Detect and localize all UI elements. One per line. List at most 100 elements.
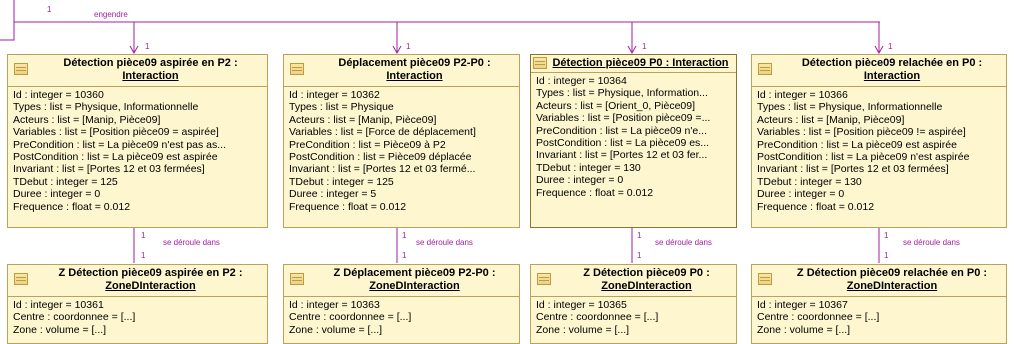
class-title: Z Détection pièce09 aspirée en P2 : (58, 267, 243, 279)
class-stereotype: ZoneDInteraction (105, 280, 196, 292)
class-icon (14, 63, 28, 75)
attribute: Zone : volume = [...] (757, 323, 851, 336)
attribute: Invariant : list = [Portes 12 et 03 ferm… (289, 163, 476, 176)
attribute-list: Id : integer = 10365 Centre : coordonnee… (531, 297, 736, 336)
attribute-list: Id : integer = 10362 Types : list = Phys… (284, 87, 519, 213)
attribute: PreCondition : list = La pièce09 est asp… (757, 138, 957, 151)
attribute: Variables : list = [Position pièce09 != … (757, 126, 966, 139)
attribute: Id : integer = 10367 (757, 299, 848, 311)
assoc-mult-dst-2: 1 (402, 251, 407, 260)
attribute: Duree : integer = 0 (757, 188, 845, 201)
interaction-class-1[interactable]: Détection pièce09 aspirée en P2 : Intera… (7, 54, 268, 228)
interaction-class-3[interactable]: Détection pièce09 P0 : Interaction Id : … (530, 54, 737, 228)
class-icon (290, 63, 304, 75)
attribute: Frequence : float = 0.012 (536, 186, 654, 199)
attribute: Frequence : float = 0.012 (289, 200, 407, 213)
interaction-class-2[interactable]: Déplacement pièce09 P2-P0 : Interaction … (283, 54, 520, 228)
class-header: Détection pièce09 relachée en P0 : Inter… (752, 55, 1006, 87)
attribute: Frequence : float = 0.012 (757, 200, 875, 213)
source-class-edge (0, 0, 15, 41)
attribute: Zone : volume = [...] (289, 323, 383, 336)
assoc-mult-src-3: 1 (637, 231, 642, 240)
multiplicity-top-1: 1 (145, 42, 150, 51)
attribute: Id : integer = 10365 (536, 299, 627, 311)
arrowhead-4 (874, 45, 884, 55)
assoc-mult-dst-3: 1 (637, 251, 642, 260)
attribute: Zone : volume = [...] (536, 323, 630, 336)
assoc-mult-dst-4: 1 (884, 251, 889, 260)
zone-class-1[interactable]: Z Détection pièce09 aspirée en P2 : Zone… (7, 264, 268, 344)
zone-class-4[interactable]: Z Détection pièce09 relachée en P0 : Zon… (751, 264, 1007, 344)
attribute: Id : integer = 10363 (289, 299, 380, 311)
engendre-label: engendre (94, 10, 128, 19)
attribute: PostCondition : list = La pièce09 est as… (13, 151, 218, 164)
attribute-list: Id : integer = 10363 Centre : coordonnee… (284, 297, 519, 336)
attribute: TDebut : integer = 125 (289, 175, 394, 188)
class-title: Z Déplacement pièce09 P2-P0 : (333, 267, 496, 279)
attribute: Invariant : list = [Portes 12 et 03 ferm… (13, 163, 205, 176)
attribute: Invariant : list = [Portes 12 et 03 ferm… (757, 163, 949, 176)
attribute: Acteurs : list = [Manip, Pièce09] (289, 113, 437, 126)
attribute: Invariant : list = [Portes 12 et 03 fer.… (536, 149, 708, 162)
attribute: PostCondition : list = La pièce09 n'est … (757, 151, 970, 164)
class-stereotype: ZoneDInteraction (846, 280, 938, 292)
class-title: Détection pièce09 P0 : Interaction (552, 57, 729, 69)
attribute: Types : list = Physique (289, 101, 394, 114)
attribute: TDebut : integer = 130 (757, 175, 862, 188)
multiplicity-top-3: 1 (642, 42, 647, 51)
assoc-label-4: se déroule dans (903, 238, 960, 247)
attribute: Centre : coordonnee = [...] (757, 311, 880, 324)
attribute: TDebut : integer = 125 (13, 175, 118, 188)
attribute: Types : list = Physique, Information... (536, 87, 708, 100)
class-header: Détection pièce09 aspirée en P2 : Intera… (8, 55, 267, 87)
attribute-list: Id : integer = 10361 Centre : coordonnee… (8, 297, 267, 336)
class-header: Déplacement pièce09 P2-P0 : Interaction (284, 55, 519, 87)
attribute-list: Id : integer = 10366 Types : list = Phys… (752, 87, 1006, 213)
attribute: Duree : integer = 0 (13, 188, 101, 201)
attribute: Acteurs : list = [Manip, Pièce09] (13, 113, 161, 126)
assoc-mult-src-4: 1 (884, 231, 889, 240)
attribute: TDebut : integer = 130 (536, 161, 641, 174)
attribute: PostCondition : list = La pièce09 es... (536, 137, 710, 150)
attribute: Centre : coordonnee = [...] (289, 311, 412, 324)
class-header: Z Déplacement pièce09 P2-P0 : ZoneDInter… (284, 265, 519, 297)
class-header: Z Détection pièce09 P0 : ZoneDInteractio… (531, 265, 736, 297)
class-header: Z Détection pièce09 relachée en P0 : Zon… (752, 265, 1006, 297)
arrowhead-1 (129, 45, 139, 55)
attribute: Acteurs : list = [Orient_0, Pièce09] (536, 99, 696, 112)
assoc-mult-src-1: 1 (141, 231, 146, 240)
attribute: Zone : volume = [...] (13, 323, 107, 336)
arrowhead-3 (627, 45, 637, 55)
class-stereotype: Interaction (863, 70, 921, 82)
attribute: Id : integer = 10364 (536, 75, 627, 87)
arrowhead-2 (392, 45, 402, 55)
attribute-list: Id : integer = 10367 Centre : coordonnee… (752, 297, 1006, 336)
engendre-multiplicity: 1 (47, 5, 52, 14)
attribute: Acteurs : list = [Manip, Pièce09] (757, 113, 905, 126)
attribute: Variables : list = [Position pièce09 = a… (13, 126, 219, 139)
class-icon (758, 63, 772, 75)
assoc-mult-src-2: 1 (402, 231, 407, 240)
attribute: Id : integer = 10360 (13, 89, 104, 101)
attribute: PostCondition : list = Pièce09 déplacée (289, 151, 472, 164)
attribute: Id : integer = 10361 (13, 299, 104, 311)
attribute: Variables : list = [Position pièce09 =..… (536, 112, 711, 125)
attribute: Id : integer = 10366 (757, 89, 848, 101)
multiplicity-top-4: 1 (888, 42, 893, 51)
attribute: Variables : list = [Force de déplacement… (289, 126, 476, 139)
attribute: Duree : integer = 0 (536, 174, 624, 187)
assoc-label-1: se déroule dans (163, 238, 220, 247)
class-stereotype: ZoneDInteraction (369, 280, 460, 292)
zone-class-2[interactable]: Z Déplacement pièce09 P2-P0 : ZoneDInter… (283, 264, 520, 344)
class-icon (533, 57, 547, 69)
class-title: Z Détection pièce09 P0 : (583, 267, 710, 279)
attribute: Duree : integer = 5 (289, 188, 377, 201)
class-stereotype: ZoneDInteraction (601, 280, 692, 292)
class-stereotype: Interaction (386, 70, 443, 82)
attribute: PreCondition : list = Pièce09 à P2 (289, 138, 446, 151)
class-icon (537, 273, 551, 285)
attribute-list: Id : integer = 10364 Types : list = Phys… (531, 73, 736, 199)
interaction-class-4[interactable]: Détection pièce09 relachée en P0 : Inter… (751, 54, 1007, 228)
zone-class-3[interactable]: Z Détection pièce09 P0 : ZoneDInteractio… (530, 264, 737, 344)
assoc-label-3: se déroule dans (655, 238, 712, 247)
